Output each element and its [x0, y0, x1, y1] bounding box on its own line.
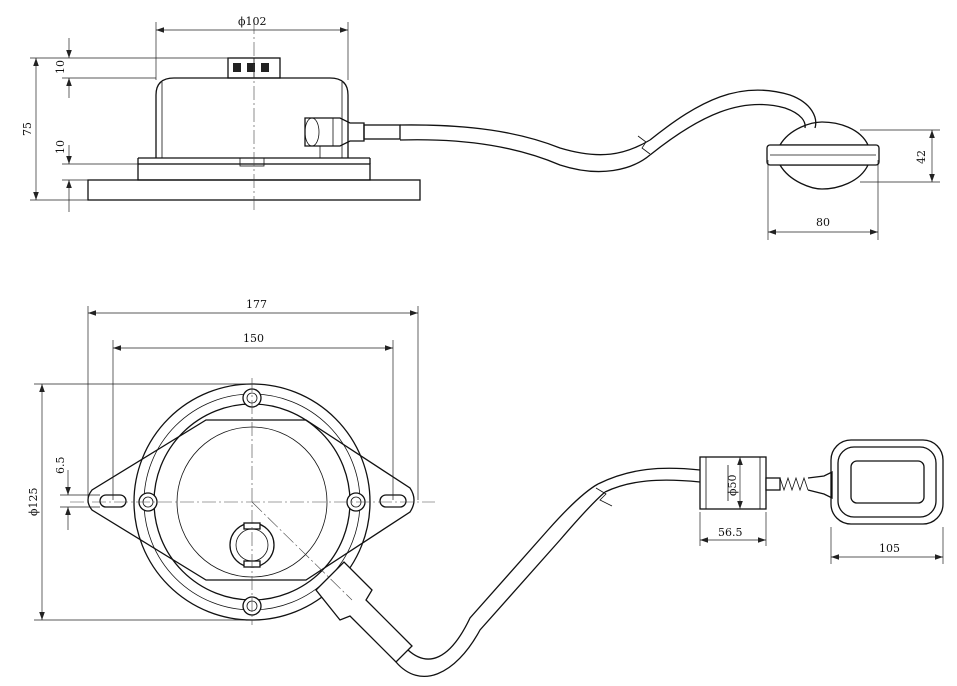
- dim-base-height: 10: [54, 140, 67, 154]
- float-side-view: 80 42: [766, 121, 940, 240]
- flange-outline: [87, 419, 415, 581]
- float-top-view: ϕ50 56.5 105: [699, 439, 944, 564]
- dim-hole-spacing: 150: [243, 332, 264, 345]
- cable: [399, 124, 651, 156]
- cylinder-body: [699, 456, 767, 510]
- sensor-top-view: 177 150 6.5 ϕ125: [27, 298, 701, 678]
- float-top-body: [830, 439, 944, 525]
- dim-slot-width: 6.5: [54, 457, 67, 475]
- dim-float-length: 105: [879, 542, 900, 555]
- dim-float-height: 42: [915, 150, 928, 164]
- dim-float-width: 80: [816, 216, 830, 229]
- dim-body-diameter: ϕ125: [27, 488, 40, 517]
- dim-overall-width: 177: [246, 298, 267, 311]
- dim-diameter-top: ϕ102: [238, 15, 267, 28]
- sensor-side-view: ϕ102 10 10 75: [21, 15, 817, 212]
- dim-cylinder-diameter: ϕ50: [726, 475, 739, 497]
- dim-cylinder-length: 56.5: [718, 526, 743, 539]
- cable-gland: [304, 117, 365, 147]
- dim-total-height: 75: [21, 122, 34, 136]
- top-cable-gland: [315, 561, 413, 663]
- dim-connector-height: 10: [54, 60, 67, 74]
